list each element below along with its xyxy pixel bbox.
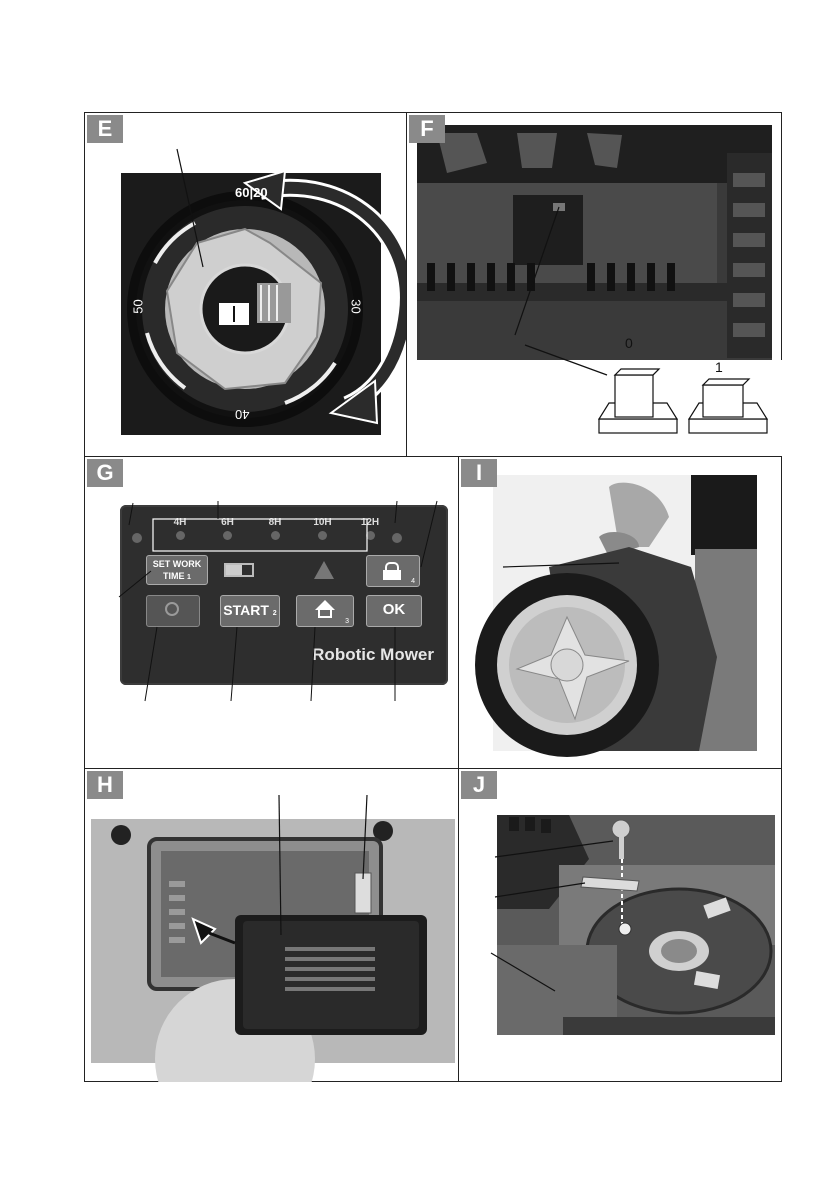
switch-label-on: 1 (715, 359, 723, 375)
dial-label-left: 50 (131, 299, 146, 313)
blade-replacement-photo (459, 769, 782, 1082)
panel-letter-f: F (409, 115, 445, 143)
dial-label-top: 60|20 (235, 185, 268, 200)
panel-letter-e: E (87, 115, 123, 143)
panel-j: J (459, 769, 782, 1082)
panel-letter-j: J (461, 771, 497, 799)
panel-f: F (407, 113, 782, 456)
panel-e: E 60|20 30 40 50 (85, 113, 406, 456)
panel-letter-i: I (461, 459, 497, 487)
panel-g-callout-lines (85, 457, 458, 768)
panel-i: I (459, 457, 782, 768)
panel-letter-g: G (87, 459, 123, 487)
dial-label-right: 30 (349, 299, 364, 313)
dial-label-bottom: 40 (235, 407, 249, 422)
panel-letter-h: H (87, 771, 123, 799)
power-switch-photo (407, 113, 782, 456)
panel-h: H (85, 769, 458, 1082)
carrying-mower-photo (459, 457, 782, 768)
switch-label-off: 0 (625, 335, 633, 351)
cutting-height-dial-photo (85, 113, 406, 456)
battery-compartment-photo (85, 769, 458, 1082)
